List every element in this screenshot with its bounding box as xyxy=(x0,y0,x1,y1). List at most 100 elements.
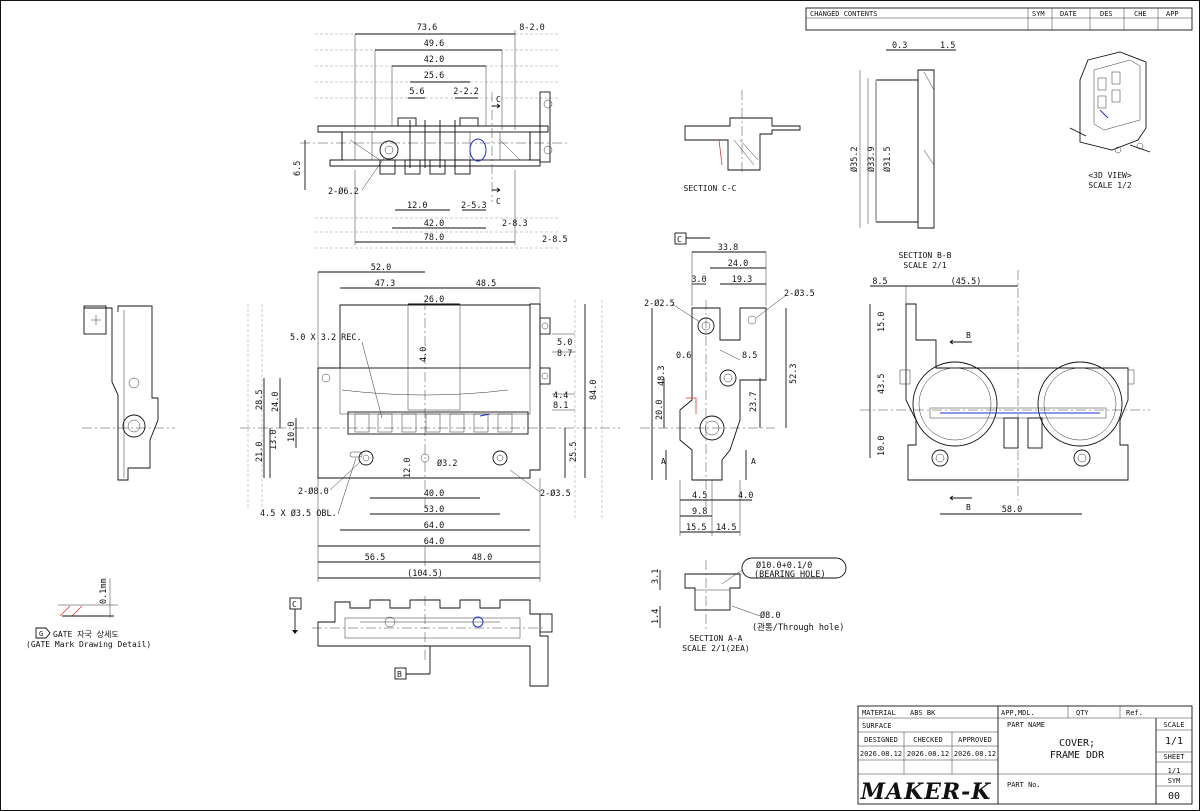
dim-43-5: 43.5 xyxy=(877,374,887,394)
view-3d-scale: SCALE 1/2 xyxy=(1088,181,1132,190)
dim-56-5: 56.5 xyxy=(365,553,385,563)
dim-48-0: 48.0 xyxy=(472,553,492,563)
tb-date-designed: 2026.08.12 xyxy=(860,750,902,758)
dim-4-5: 4.5 xyxy=(692,491,707,501)
section-b-b-scale: SCALE 2/1 xyxy=(903,261,947,270)
dim-104-5: (104.5) xyxy=(407,569,443,579)
dim-73-6: 73.6 xyxy=(417,23,437,33)
revision-table: CHANGED CONTENTS SYM DATE DES CHE APP xyxy=(805,7,1193,31)
tb-date-checked: 2026.08.12 xyxy=(907,750,949,758)
tb-part-name-2: FRAME DDR xyxy=(1050,750,1105,761)
rev-header-des: DES xyxy=(1100,10,1113,18)
dim-5-6: 5.6 xyxy=(409,87,424,97)
dim-58-0: 58.0 xyxy=(1002,505,1022,515)
tb-scale-value: 1/1 xyxy=(1165,736,1183,747)
dim-49-6: 49.6 xyxy=(424,39,444,49)
dim-5-0: 5.0 xyxy=(557,338,572,348)
tb-designed: DESIGNED xyxy=(864,736,898,744)
dim-48-3: 48.3 xyxy=(657,366,667,386)
dim-20-0: 20.0 xyxy=(655,400,665,420)
dim-12-0-f: 12.0 xyxy=(403,458,413,478)
dim-23-7: 23.7 xyxy=(749,392,759,412)
dim-15-5: 15.5 xyxy=(686,523,706,533)
cut-c-bottom: C xyxy=(496,197,501,206)
tb-sym-value: 00 xyxy=(1168,791,1180,802)
dim-2x5-3: 2-5.3 xyxy=(461,201,487,211)
top-view: 73.6 8-2.0 49.6 42.0 25.6 5.6 2-2.2 6.5 … xyxy=(293,23,570,249)
dim-8-1: 8.1 xyxy=(553,401,568,411)
dim-8x2-0: 8-2.0 xyxy=(519,23,545,33)
dim-2x8-3: 2-8.3 xyxy=(502,219,528,229)
callout-bearing-note: (BEARING HOLE) xyxy=(754,570,826,580)
dim-1-4: 1.4 xyxy=(651,609,661,624)
dim-2x-dia-6-2: 2-Ø6.2 xyxy=(328,186,359,197)
view-3d: <3D VIEW> SCALE 1/2 xyxy=(1069,51,1151,190)
tb-part-name-1: COVER; xyxy=(1059,738,1095,749)
dim-53-0: 53.0 xyxy=(424,505,444,515)
dim-25-6: 25.6 xyxy=(424,71,444,81)
side-view: C 33.8 24.0 3.0 19.3 2-Ø2.5 2-Ø3.5 0.6 8… xyxy=(640,232,815,536)
dim-0-6: 0.6 xyxy=(676,351,691,361)
dim-4-0: 4.0 xyxy=(419,347,429,362)
cut-b-top: B xyxy=(966,331,971,340)
section-b-b: 0.3 1.5 Ø35.2 Ø33.9 Ø31.5 SECTION B-B SC… xyxy=(849,41,956,270)
tb-sym-label: SYM xyxy=(1168,777,1181,785)
tb-part-no-label: PART No. xyxy=(1007,781,1041,789)
dim-12-0: 12.0 xyxy=(407,201,427,211)
dim-47-3: 47.3 xyxy=(375,279,395,289)
dim-24-0-s: 24.0 xyxy=(728,259,748,269)
dim-dia-35-2: Ø35.2 xyxy=(849,146,860,172)
dim-33-8: 33.8 xyxy=(718,243,738,253)
dim-52-3: 52.3 xyxy=(789,364,799,384)
cut-c-top: C xyxy=(496,95,501,104)
dim-40-0: 40.0 xyxy=(424,489,444,499)
tb-sheet-label: SHEET xyxy=(1163,753,1185,761)
dim-21-0: 21.0 xyxy=(255,442,265,462)
tb-date-approved: 2026.08.12 xyxy=(954,750,996,758)
tb-surface-label: SURFACE xyxy=(862,722,892,730)
tb-qty: QTY xyxy=(1076,709,1089,717)
dim-28-5: 28.5 xyxy=(255,390,265,410)
dim-64-0-b: 64.0 xyxy=(424,537,444,547)
bottom-view: C B xyxy=(289,596,553,687)
dim-rec-5x3-2: 5.0 X 3.2 REC. xyxy=(290,333,362,343)
dim-3-1: 3.1 xyxy=(651,569,661,584)
cut-a-right: A xyxy=(751,457,756,466)
maker-logo: MAKER-K xyxy=(860,779,992,805)
dim-dia-31-5: Ø31.5 xyxy=(882,146,893,172)
rev-header-sym: SYM xyxy=(1032,10,1045,18)
cut-b-bottom: B xyxy=(966,503,971,512)
rev-header-date: DATE xyxy=(1060,10,1077,18)
dim-9-8: 9.8 xyxy=(692,507,707,517)
section-a-a-title: SECTION A-A xyxy=(690,634,743,643)
datum-c-bottom: C xyxy=(292,600,297,609)
tb-material-value: ABS BK xyxy=(910,709,936,717)
gate-marker: G xyxy=(39,630,43,638)
tb-checked: CHECKED xyxy=(913,736,943,744)
tb-part-name-label: PART NAME xyxy=(1007,721,1045,729)
tb-sheet-value: 1/1 xyxy=(1168,767,1181,775)
dim-45-5: (45.5) xyxy=(951,277,982,287)
dim-8-5-s: 8.5 xyxy=(742,351,757,361)
tb-ref: Ref. xyxy=(1126,709,1143,717)
dim-2x-dia-2-5: 2-Ø2.5 xyxy=(644,298,675,309)
dim-52-0: 52.0 xyxy=(371,263,391,273)
tb-app-mdl: APP,MDL. xyxy=(1001,709,1035,717)
dim-42-0-b: 42.0 xyxy=(424,219,444,229)
dim-19-3: 19.3 xyxy=(732,275,752,285)
dim-15-0: 15.0 xyxy=(877,312,887,332)
section-a-a: Ø10.0+0.1/0 (BEARING HOLE) 3.1 1.4 Ø8.0 … xyxy=(651,557,847,653)
rev-header-che: CHE xyxy=(1134,10,1147,18)
rev-header-changed: CHANGED CONTENTS xyxy=(810,10,877,18)
section-b-b-title: SECTION B-B xyxy=(899,251,952,260)
section-a-a-scale: SCALE 2/1(2EA) xyxy=(682,644,749,653)
tb-approved: APPROVED xyxy=(958,736,992,744)
dim-10-0: 10.0 xyxy=(287,422,297,442)
dim-2x2-2: 2-2.2 xyxy=(453,87,479,97)
gate-detail: 0.1mm G GATE 자국 상세도 (GATE Mark Drawing D… xyxy=(26,578,151,649)
dim-3-0: 3.0 xyxy=(691,275,706,285)
dim-25-5: 25.5 xyxy=(569,442,579,462)
dim-0-3: 0.3 xyxy=(892,41,907,51)
gate-dim: 0.1mm xyxy=(99,578,109,604)
datum-c-side: C xyxy=(677,235,682,244)
